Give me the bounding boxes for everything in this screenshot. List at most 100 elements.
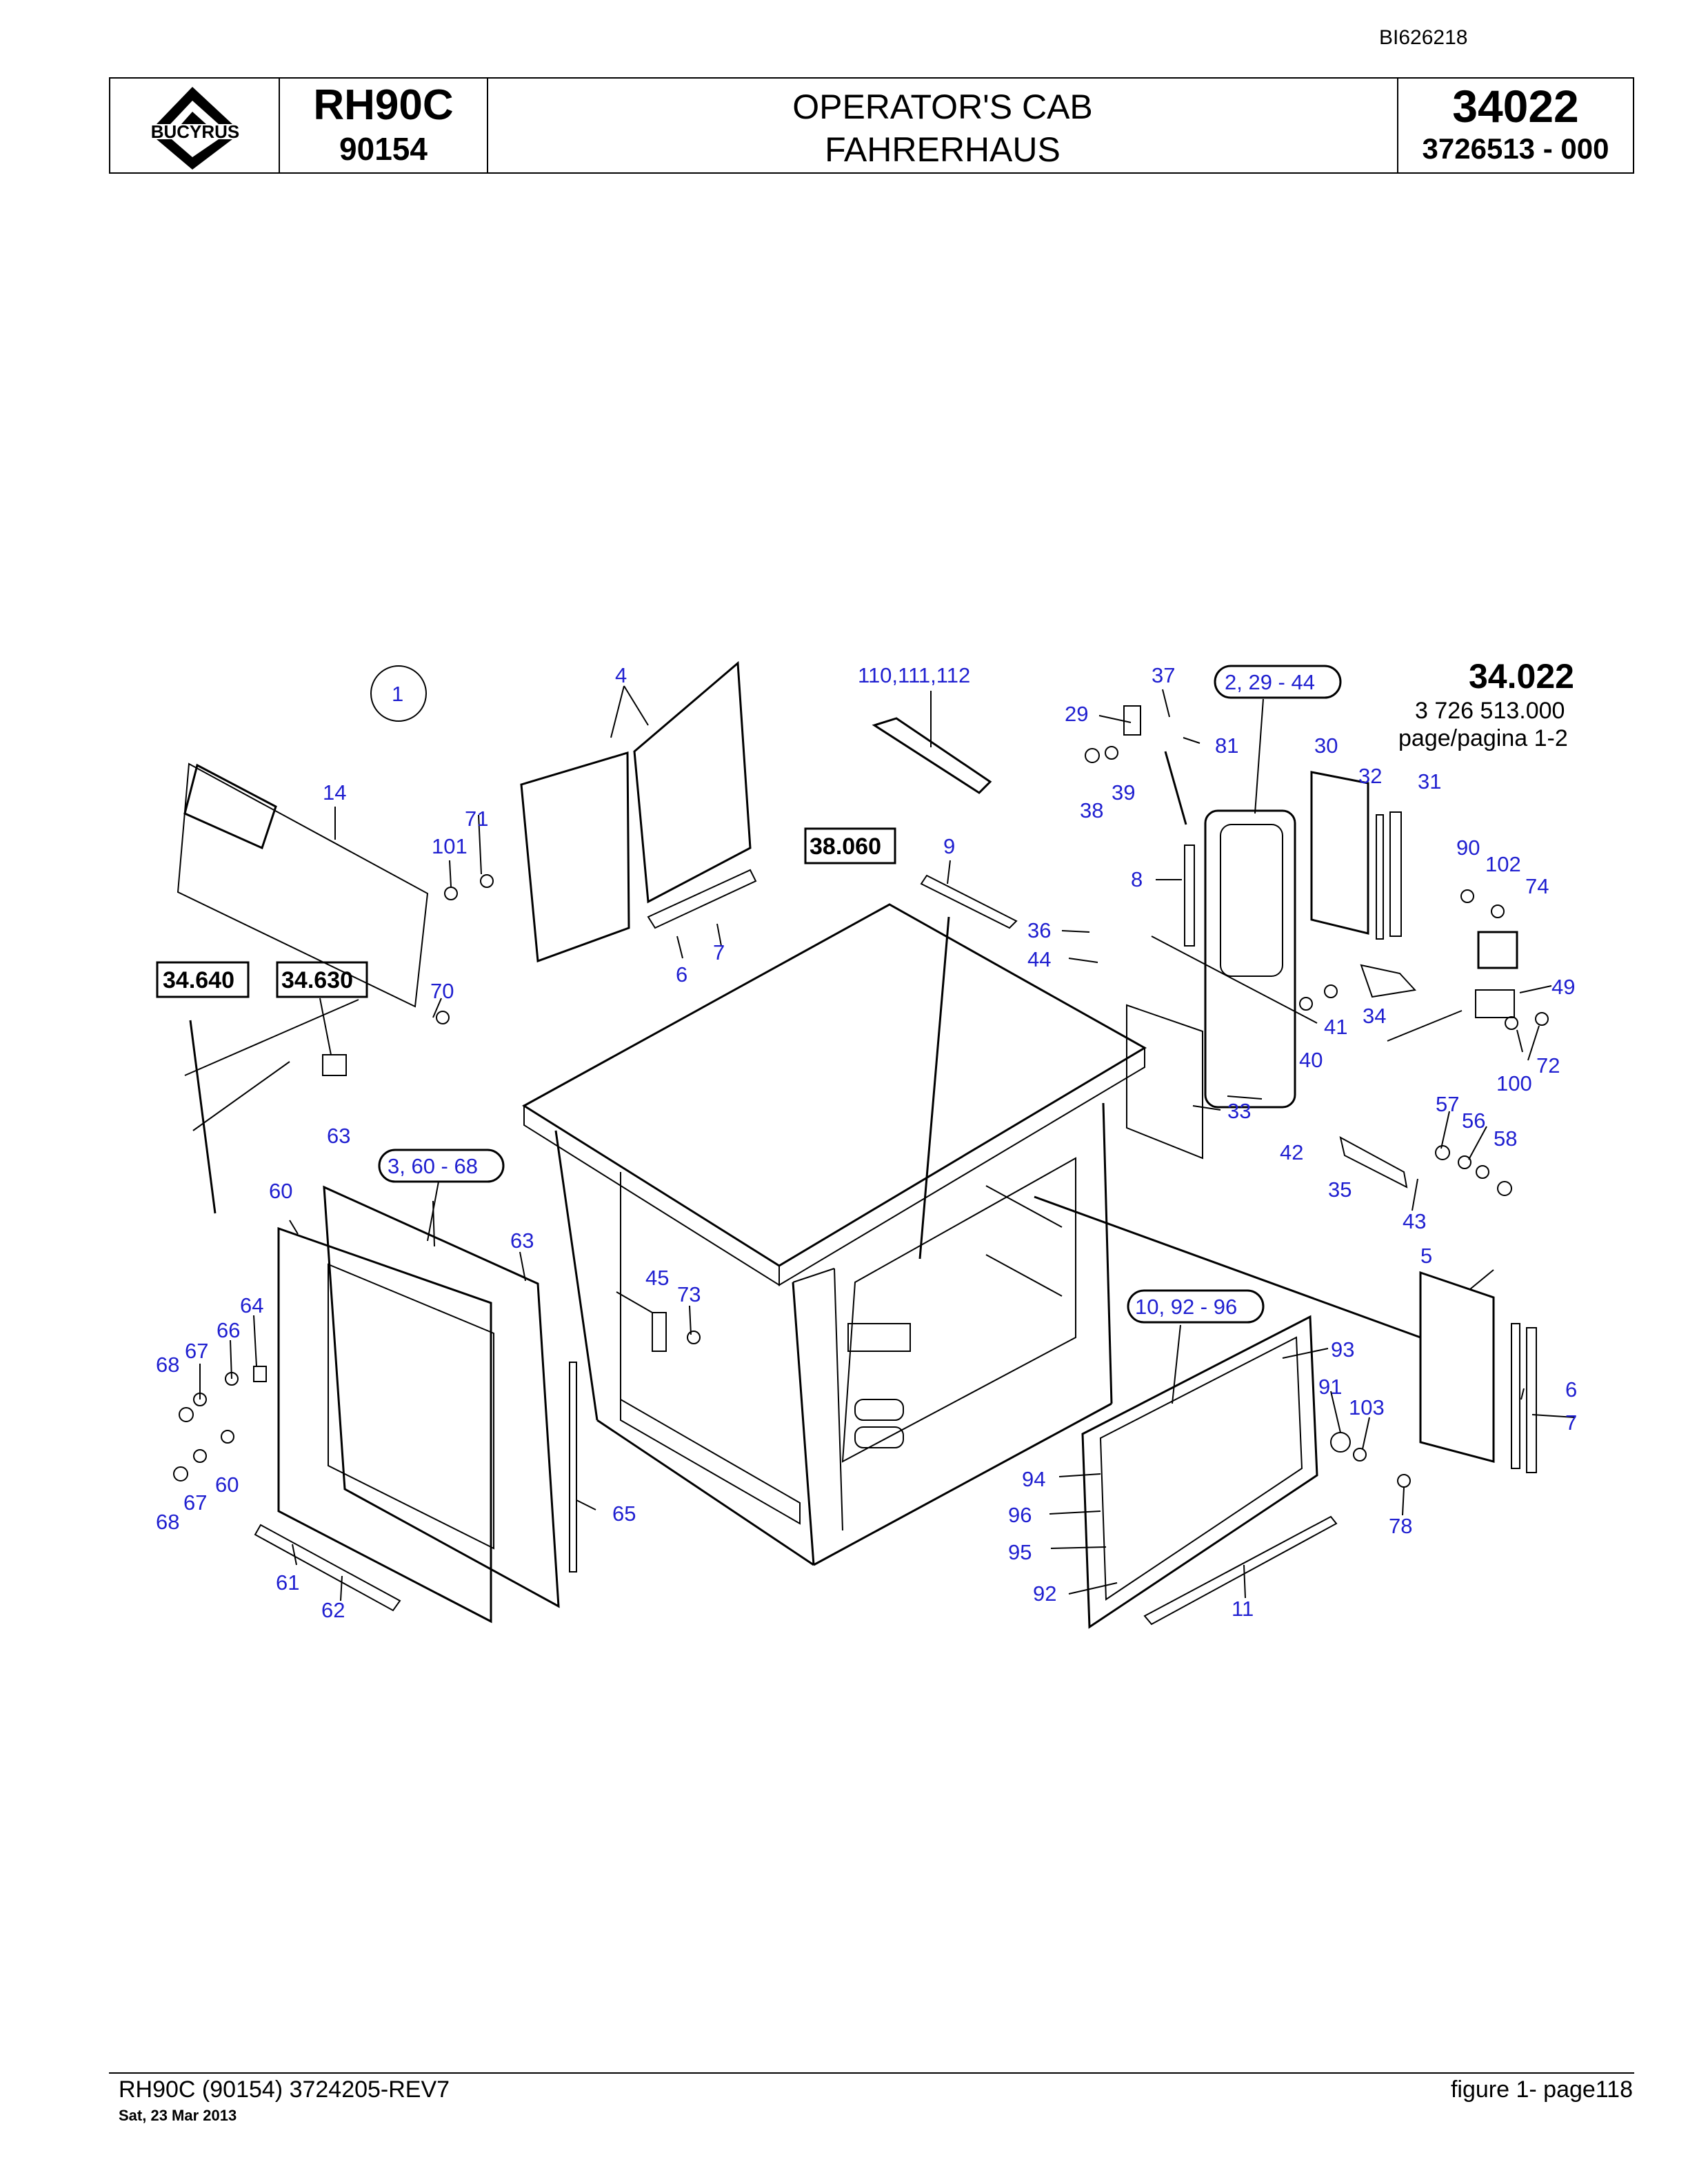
callout-6: 6: [676, 962, 687, 987]
model-name: RH90C: [313, 81, 454, 129]
callout-43: 43: [1403, 1209, 1426, 1233]
callout-102: 102: [1485, 852, 1521, 876]
footer-rule: [109, 2072, 1634, 2074]
callout-78: 78: [1389, 1514, 1412, 1538]
title-english: OPERATOR'S CAB: [792, 88, 1093, 126]
ref-box-34640: 34.640: [156, 961, 250, 998]
handle-110-112: [872, 717, 992, 794]
left-window-frame: [254, 1185, 577, 1624]
callout-65: 65: [612, 1502, 636, 1526]
callout-95: 95: [1008, 1540, 1032, 1564]
callout-56: 56: [1462, 1109, 1485, 1133]
callout-60b: 60: [215, 1473, 239, 1497]
roof-window-panels: [520, 660, 757, 963]
group-page: page/pagina 1-2: [1398, 725, 1568, 751]
group-part-number: 3 726 513.000: [1415, 698, 1565, 724]
ref-box-38060: 38.060: [804, 827, 896, 865]
callout-66: 66: [217, 1318, 240, 1342]
callout-60a: 60: [269, 1179, 292, 1203]
group-label-10-92-96: 10, 92 - 96: [1127, 1289, 1265, 1324]
callout-57: 57: [1436, 1092, 1459, 1116]
footer-page-number: figure 1- page118: [1450, 2076, 1633, 2103]
callout-64: 64: [240, 1293, 263, 1317]
group-label-3-60-68-text: 3, 60 - 68: [388, 1154, 478, 1178]
callout-14: 14: [323, 780, 346, 805]
callout-40: 40: [1299, 1048, 1323, 1072]
callout-71: 71: [465, 807, 488, 831]
callout-4: 4: [615, 663, 627, 687]
callout-44: 44: [1027, 947, 1051, 971]
callout-7b: 7: [1565, 1410, 1577, 1435]
callout-33: 33: [1227, 1099, 1251, 1123]
ref-box-38060-label: 38.060: [810, 833, 881, 860]
callout-93: 93: [1331, 1337, 1354, 1362]
view-marker-circle: [370, 665, 427, 722]
callout-100: 100: [1496, 1071, 1532, 1095]
callout-67b: 67: [183, 1490, 207, 1515]
callout-8: 8: [1131, 867, 1143, 891]
wiper-assembly: [189, 1020, 347, 1214]
bucyrus-logo: BUCYRUS: [125, 87, 265, 170]
serial-number: 90154: [339, 131, 428, 167]
callout-9: 9: [943, 834, 955, 858]
ref-box-34630-label: 34.630: [281, 967, 353, 993]
callout-58: 58: [1494, 1126, 1517, 1151]
view-marker-label: 1: [392, 682, 403, 706]
door-hardware: [173, 705, 1549, 1488]
group-label-3-60-68: 3, 60 - 68: [378, 1149, 505, 1183]
callout-39: 39: [1112, 780, 1135, 805]
callout-11: 11: [1232, 1597, 1254, 1621]
figure-number: 34022: [1452, 81, 1579, 132]
callout-63b: 63: [510, 1228, 534, 1253]
callout-36: 36: [1027, 918, 1051, 942]
callout-45: 45: [645, 1266, 669, 1290]
sun-visor: [177, 762, 429, 1008]
document-id: BI626218: [1379, 26, 1468, 49]
door-frame: [1126, 771, 1402, 1160]
ref-box-34640-label: 34.640: [163, 967, 234, 993]
callout-72: 72: [1536, 1053, 1560, 1078]
callout-103: 103: [1349, 1395, 1385, 1419]
callout-73: 73: [677, 1282, 701, 1306]
title-german: FAHRERHAUS: [825, 130, 1061, 169]
logo-cell: BUCYRUS: [110, 79, 280, 172]
callout-37: 37: [1152, 663, 1175, 687]
right-window-frame: [1081, 1271, 1537, 1629]
callout-6b: 6: [1565, 1377, 1577, 1402]
callout-5: 5: [1420, 1244, 1432, 1268]
callout-61: 61: [276, 1570, 299, 1595]
title-block: BUCYRUS RH90C 90154 OPERATOR'S CAB FAHRE…: [109, 77, 1634, 174]
group-number: 34.022: [1469, 657, 1574, 696]
footer-date: Sat, 23 Mar 2013: [119, 2107, 237, 2124]
callout-74: 74: [1525, 874, 1549, 898]
logo-text: BUCYRUS: [151, 121, 240, 142]
ref-box-34630: 34.630: [276, 961, 368, 998]
callout-31: 31: [1418, 769, 1441, 793]
callout-92: 92: [1033, 1581, 1056, 1606]
callout-38: 38: [1080, 798, 1103, 822]
model-cell: RH90C 90154: [280, 79, 488, 172]
title-cell: OPERATOR'S CAB FAHRERHAUS: [488, 79, 1398, 172]
callout-68b: 68: [156, 1510, 179, 1534]
callout-34: 34: [1363, 1004, 1386, 1028]
part-number: 3726513 - 000: [1422, 132, 1609, 165]
callout-81: 81: [1215, 734, 1238, 758]
callout-110-111-112: 110,111,112: [858, 663, 970, 687]
callout-62: 62: [321, 1598, 345, 1622]
leader-lines: [184, 685, 1576, 1601]
callout-labels: 4 14 71 101 70 6 7 9 37 29 81 38 39 30 3…: [156, 663, 1577, 1622]
callout-32: 32: [1358, 764, 1382, 788]
callout-96: 96: [1008, 1503, 1032, 1527]
group-label-2-29-44-text: 2, 29 - 44: [1225, 670, 1315, 694]
callout-101: 101: [432, 834, 468, 858]
callout-63a: 63: [327, 1124, 350, 1148]
callout-67a: 67: [185, 1339, 208, 1363]
callout-7: 7: [713, 940, 725, 964]
callout-68a: 68: [156, 1353, 179, 1377]
callout-70: 70: [430, 979, 454, 1003]
callout-42: 42: [1280, 1140, 1303, 1164]
footer-document-reference: RH90C (90154) 3724205-REV7: [119, 2076, 450, 2103]
cab-body: [522, 903, 1147, 1566]
group-label-10-92-96-text: 10, 92 - 96: [1135, 1295, 1237, 1319]
